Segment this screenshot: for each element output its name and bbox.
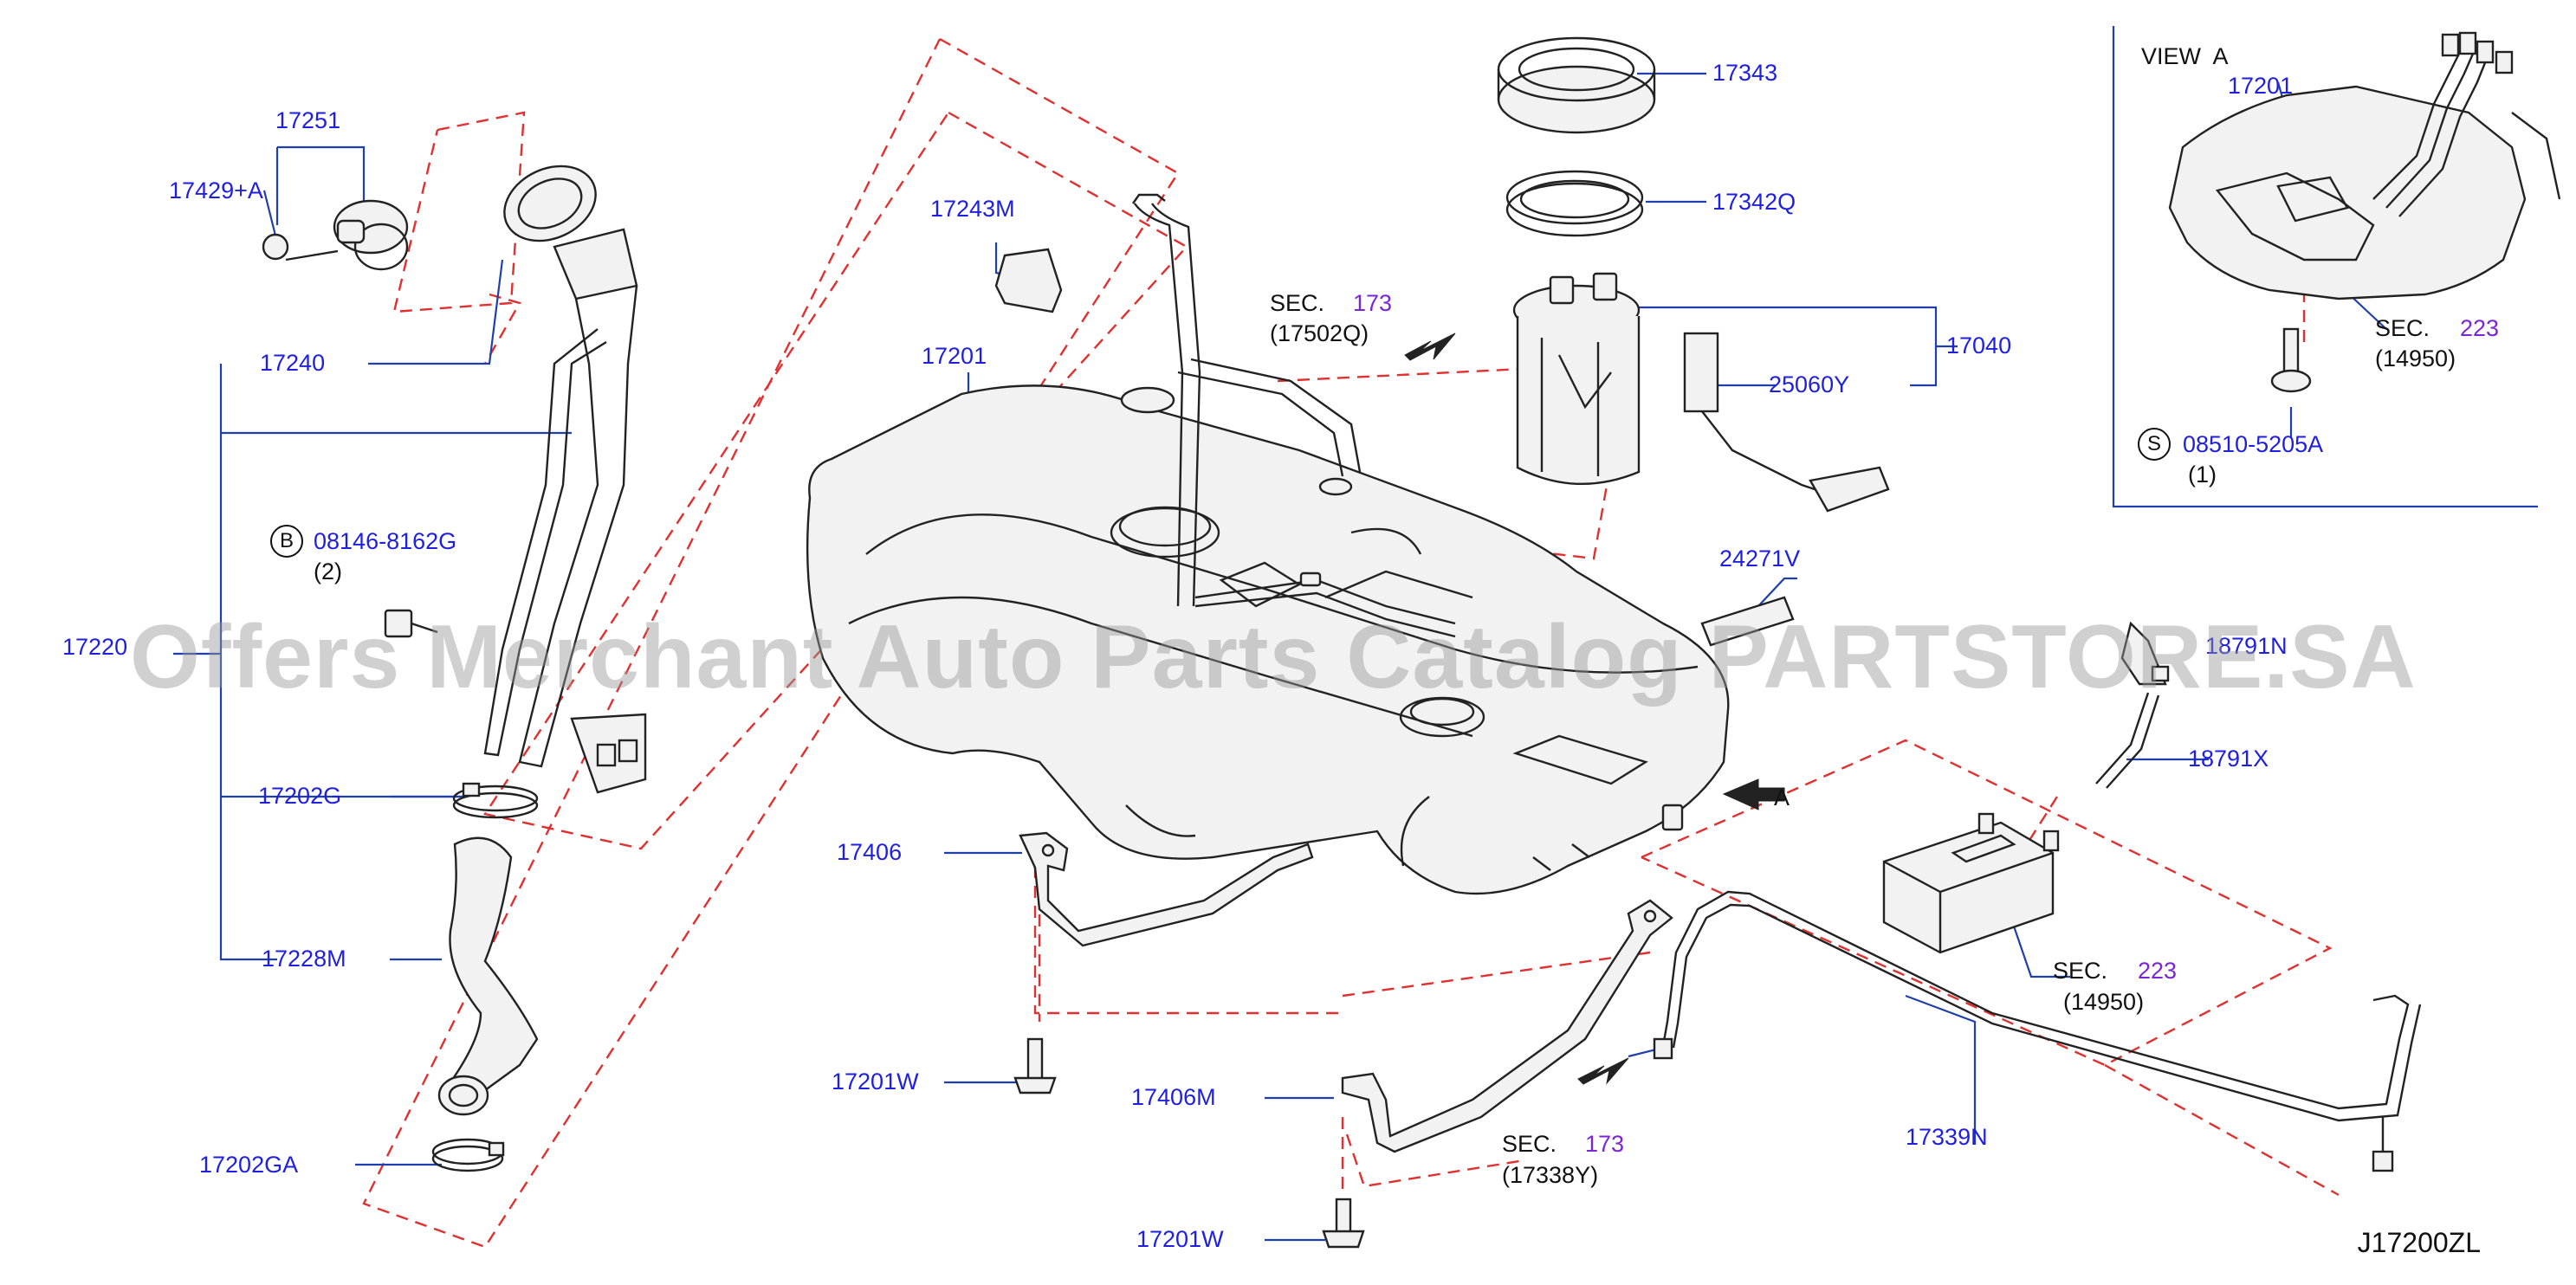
diagram-id: J17200ZL: [2357, 1227, 2481, 1258]
callout-17243m: 17243M: [930, 196, 1015, 222]
sec-173-a-prefix: SEC.: [1270, 290, 1325, 316]
callout-18791n: 18791N: [2205, 633, 2288, 659]
canister-part: [1882, 812, 2060, 954]
callout-08146-qty: (2): [314, 559, 342, 584]
callout-17228m: 17228M: [262, 946, 346, 972]
callout-25060y: 25060Y: [1769, 371, 1850, 397]
sec-223-a-sub: (14950): [2063, 989, 2145, 1015]
view-a-inset: [2168, 31, 2561, 393]
strap-17406-part: [1019, 831, 1314, 947]
direction-marker-a: A: [1774, 785, 1790, 810]
view-a-title: VIEW A: [2141, 43, 2229, 69]
callout-08510: 08510-5205A: [2183, 431, 2324, 457]
hose-17228m-part: [437, 836, 539, 1116]
callout-17342q: 17342Q: [1712, 189, 1796, 215]
strap-17406m-part: [1341, 899, 1673, 1153]
direction-arrows: [1404, 333, 1785, 1085]
sec-173-b-sub: (17338Y): [1502, 1162, 1599, 1188]
callout-17201w-a: 17201W: [832, 1069, 919, 1095]
bolt-17201w-a-part: [1013, 1037, 1057, 1095]
sec-173-b-number: 173: [1585, 1131, 1625, 1157]
callout-17251: 17251: [275, 107, 341, 133]
callout-17339n: 17339N: [1906, 1124, 1988, 1150]
callout-17220: 17220: [62, 634, 128, 660]
sec-173-b-prefix: SEC.: [1502, 1131, 1557, 1157]
hose-18791n-part: [2120, 621, 2170, 686]
fuel-tank-part: [806, 193, 1730, 895]
callout-17202g: 17202G: [258, 783, 342, 809]
bolt-b-symbol: B: [270, 525, 303, 558]
harness-24271v-part: [1700, 596, 1795, 647]
bracket-17243m-part: [994, 248, 1063, 313]
callout-17040: 17040: [1946, 333, 2012, 358]
tube-17339n-part: [1653, 890, 2422, 1172]
bolt-08146-part: [384, 609, 438, 638]
callout-17343: 17343: [1712, 60, 1778, 86]
callout-17201w-b: 17201W: [1136, 1226, 1224, 1252]
sec-223-a-prefix: SEC.: [2053, 958, 2108, 984]
packing-part: [1505, 170, 1644, 237]
sec-173-a-sub: (17502Q): [1270, 320, 1369, 346]
sec-223-b-sub: (14950): [2375, 345, 2456, 371]
clamp-17202g-part: [452, 782, 539, 819]
callout-17406m: 17406M: [1131, 1084, 1216, 1110]
lock-ring-part: [1497, 36, 1656, 134]
callout-17406: 17406: [837, 839, 903, 865]
callout-17201: 17201: [922, 343, 987, 369]
callout-18791x: 18791X: [2188, 746, 2269, 772]
sec-223-b-number: 223: [2460, 315, 2500, 341]
callout-17429: 17429+A: [169, 178, 263, 203]
callout-24271v: 24271V: [1719, 546, 1801, 571]
callout-17240: 17240: [260, 350, 326, 376]
hose-18791x-part: [2095, 692, 2160, 789]
filler-neck-part: [483, 165, 647, 794]
fuel-pump-part: [1512, 272, 1890, 513]
view-a-callout-17201: 17201: [2228, 73, 2294, 99]
callout-08146: 08146-8162G: [314, 528, 457, 554]
sec-223-b-prefix: SEC.: [2375, 315, 2430, 341]
fuel-cap-part: [262, 199, 409, 271]
bolt-17201w-b-part: [1322, 1198, 1365, 1249]
clamp-17202ga-part: [431, 1138, 505, 1172]
callout-17202ga: 17202GA: [199, 1152, 299, 1178]
watermark: Offers Merchant Auto Parts Catalog PARTS…: [130, 607, 2417, 707]
sec-173-a-number: 173: [1353, 290, 1393, 316]
sec-223-a-number: 223: [2138, 958, 2178, 984]
screw-s-symbol: S: [2138, 428, 2171, 461]
callout-08510-qty: (1): [2188, 462, 2217, 488]
